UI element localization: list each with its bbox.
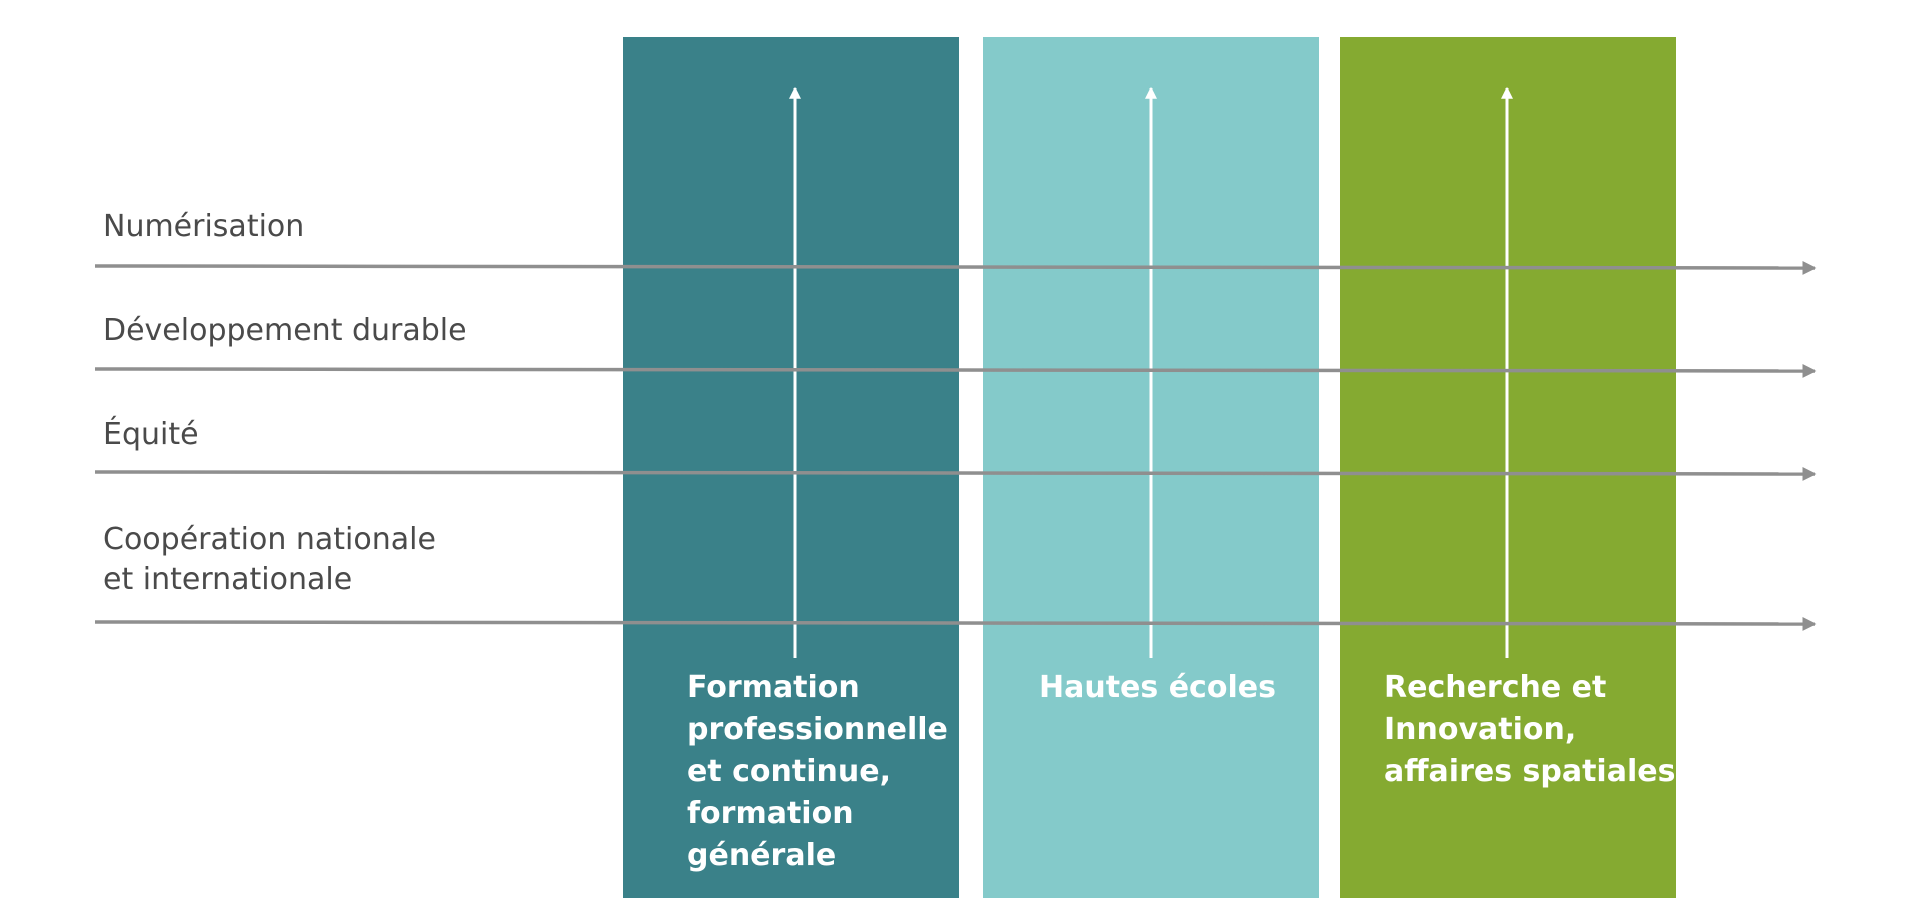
column-label-vocational-training: Formation professionnelle et continue, f… xyxy=(687,670,948,873)
row-label-digitalisation: Numérisation xyxy=(103,209,305,244)
column-universities: Hautes écoles xyxy=(983,37,1319,898)
row-label-equity: Équité xyxy=(103,417,199,452)
column-label-research-innovation: Recherche et Innovation, affaires spatia… xyxy=(1384,670,1676,789)
column-research-innovation: Recherche et Innovation, affaires spatia… xyxy=(1340,37,1676,898)
row-label-cooperation: Coopération nationale et internationale xyxy=(103,522,436,597)
row-label-sustainable-development: Développement durable xyxy=(103,313,467,348)
column-vocational-training: Formation professionnelle et continue, f… xyxy=(623,37,959,898)
column-label-universities: Hautes écoles xyxy=(1039,670,1276,705)
